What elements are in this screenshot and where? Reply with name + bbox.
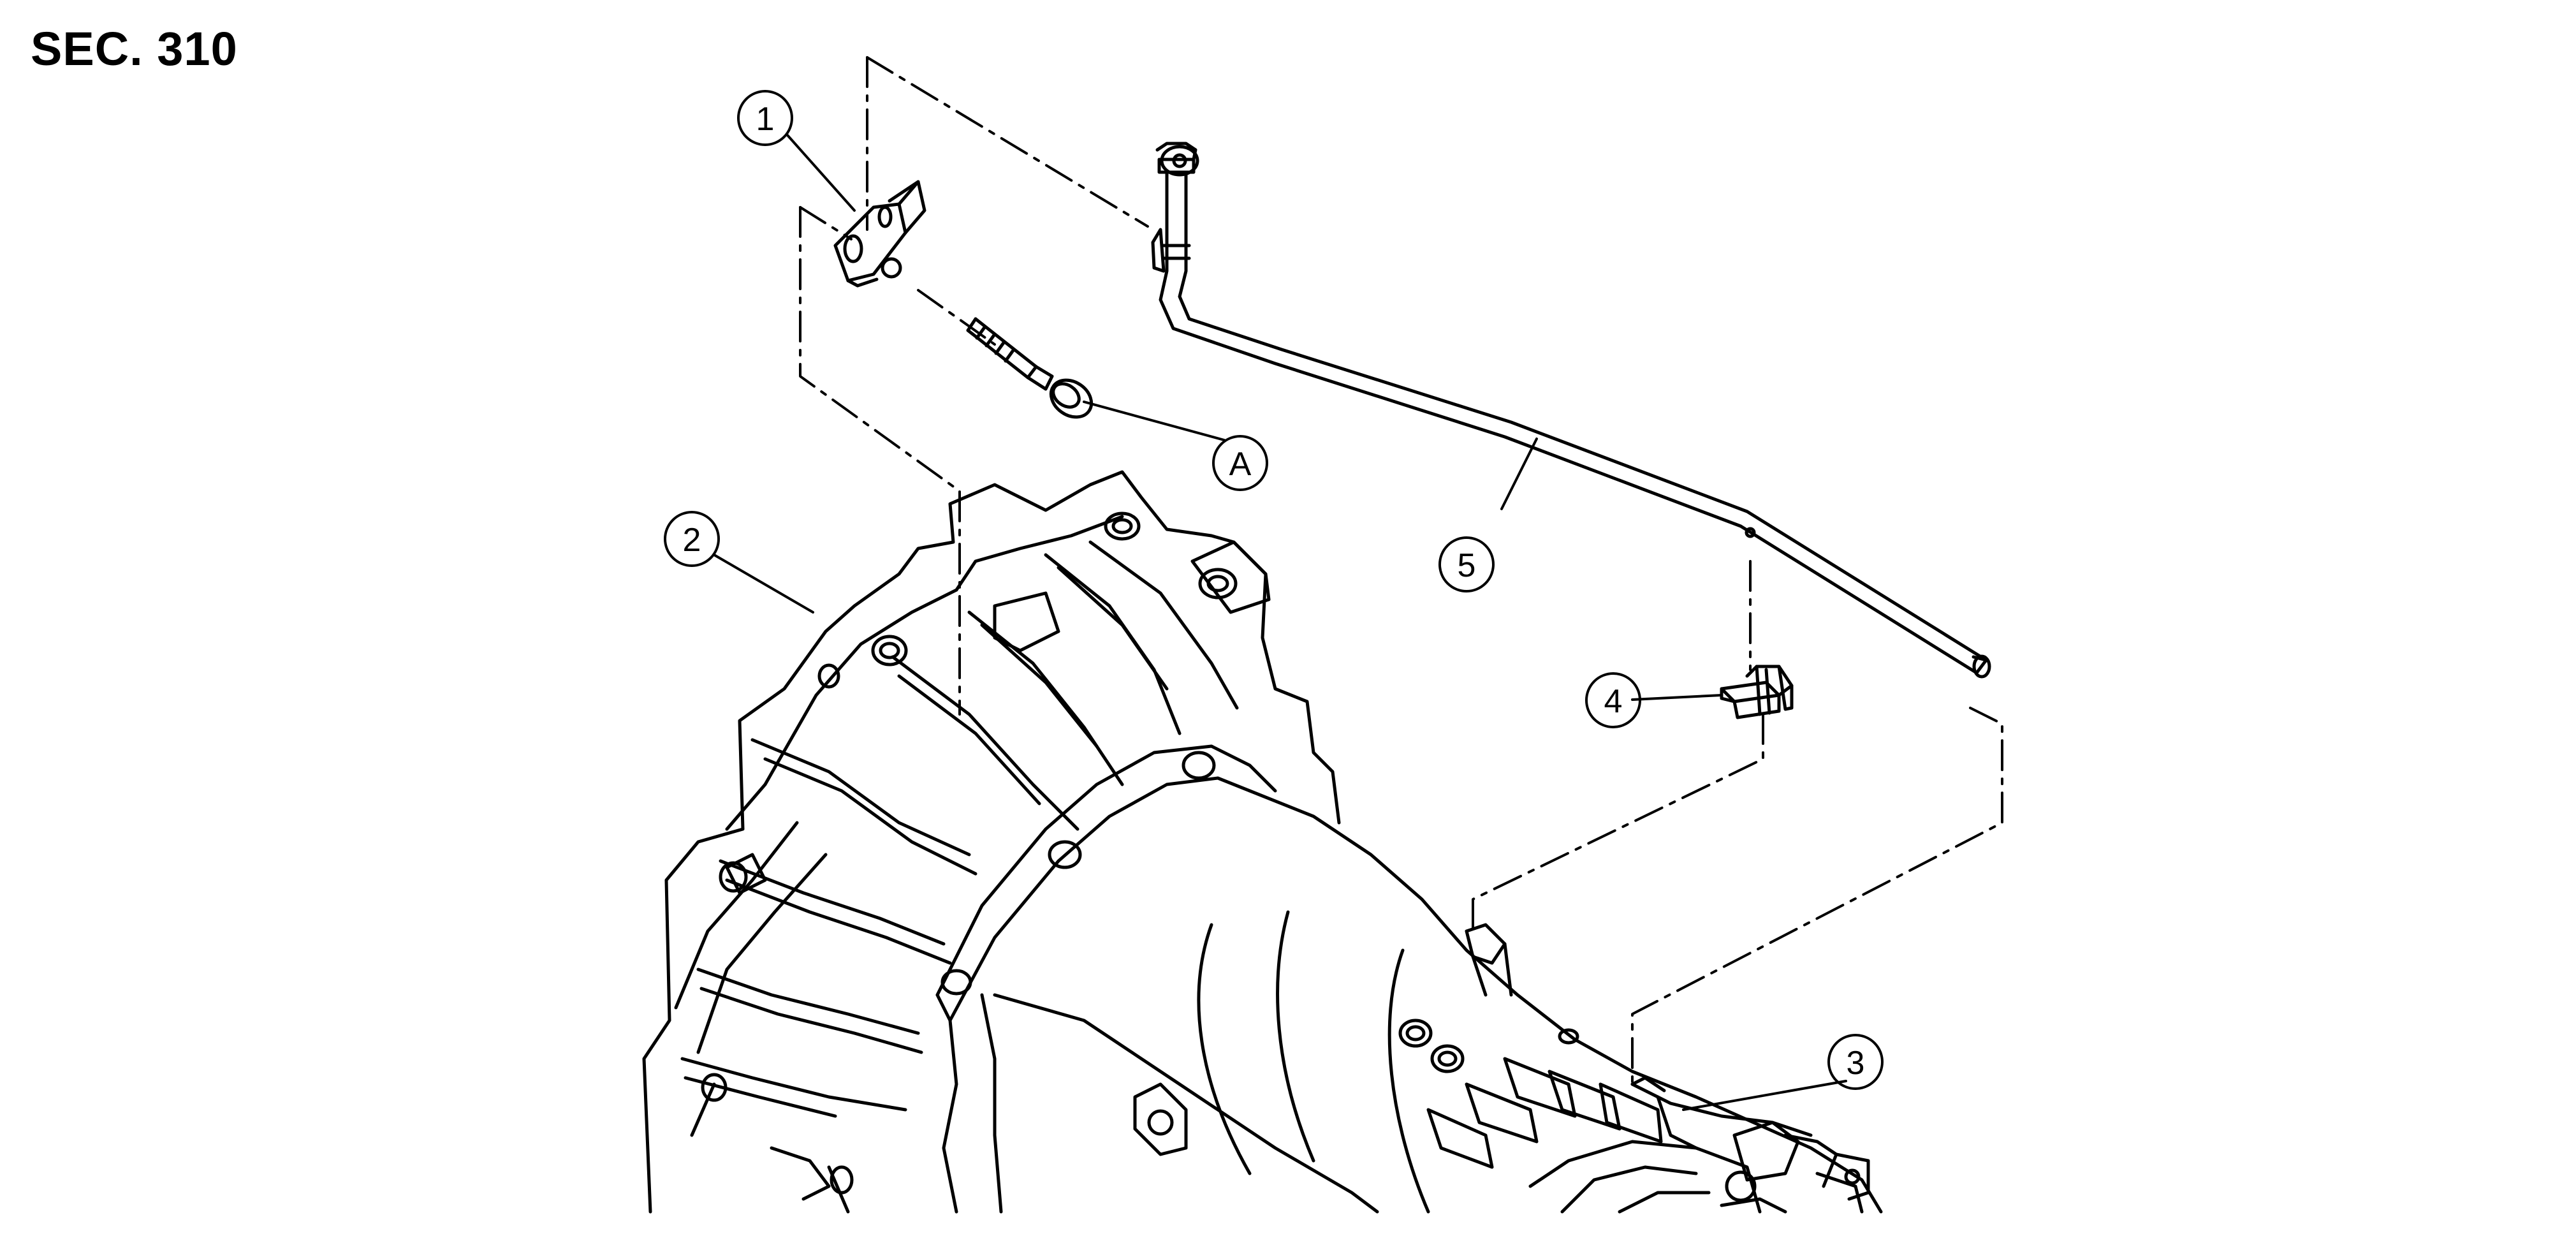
bolt-part-a: [966, 317, 1094, 419]
callout-1-label: 1: [756, 101, 775, 138]
callout-4-circle: [1585, 672, 1641, 728]
callout-4-label: 4: [1604, 683, 1623, 720]
section-label: SEC. 310: [31, 22, 238, 75]
extension-part-3: [1528, 1076, 1870, 1214]
bracket-part-1: [833, 180, 926, 288]
alignment-lines: [799, 56, 2003, 1085]
leader-lines: [713, 134, 1847, 1111]
cable-part-5: [1151, 142, 1991, 679]
callout-2-label: 2: [683, 522, 701, 559]
callout-5-circle: [1438, 536, 1495, 592]
callout-a-circle: [1212, 435, 1268, 491]
callout-5-label: 5: [1458, 547, 1476, 584]
callout-3-label: 3: [1847, 1045, 1865, 1082]
callout-2-circle: [664, 511, 720, 567]
callout-3-circle: [1827, 1034, 1884, 1090]
callout-1-circle: [737, 90, 793, 146]
transmission-part-2: [642, 470, 1883, 1214]
callout-a-label: A: [1229, 446, 1252, 483]
callouts: [664, 90, 1884, 1090]
clip-part-4: [1720, 665, 1794, 719]
